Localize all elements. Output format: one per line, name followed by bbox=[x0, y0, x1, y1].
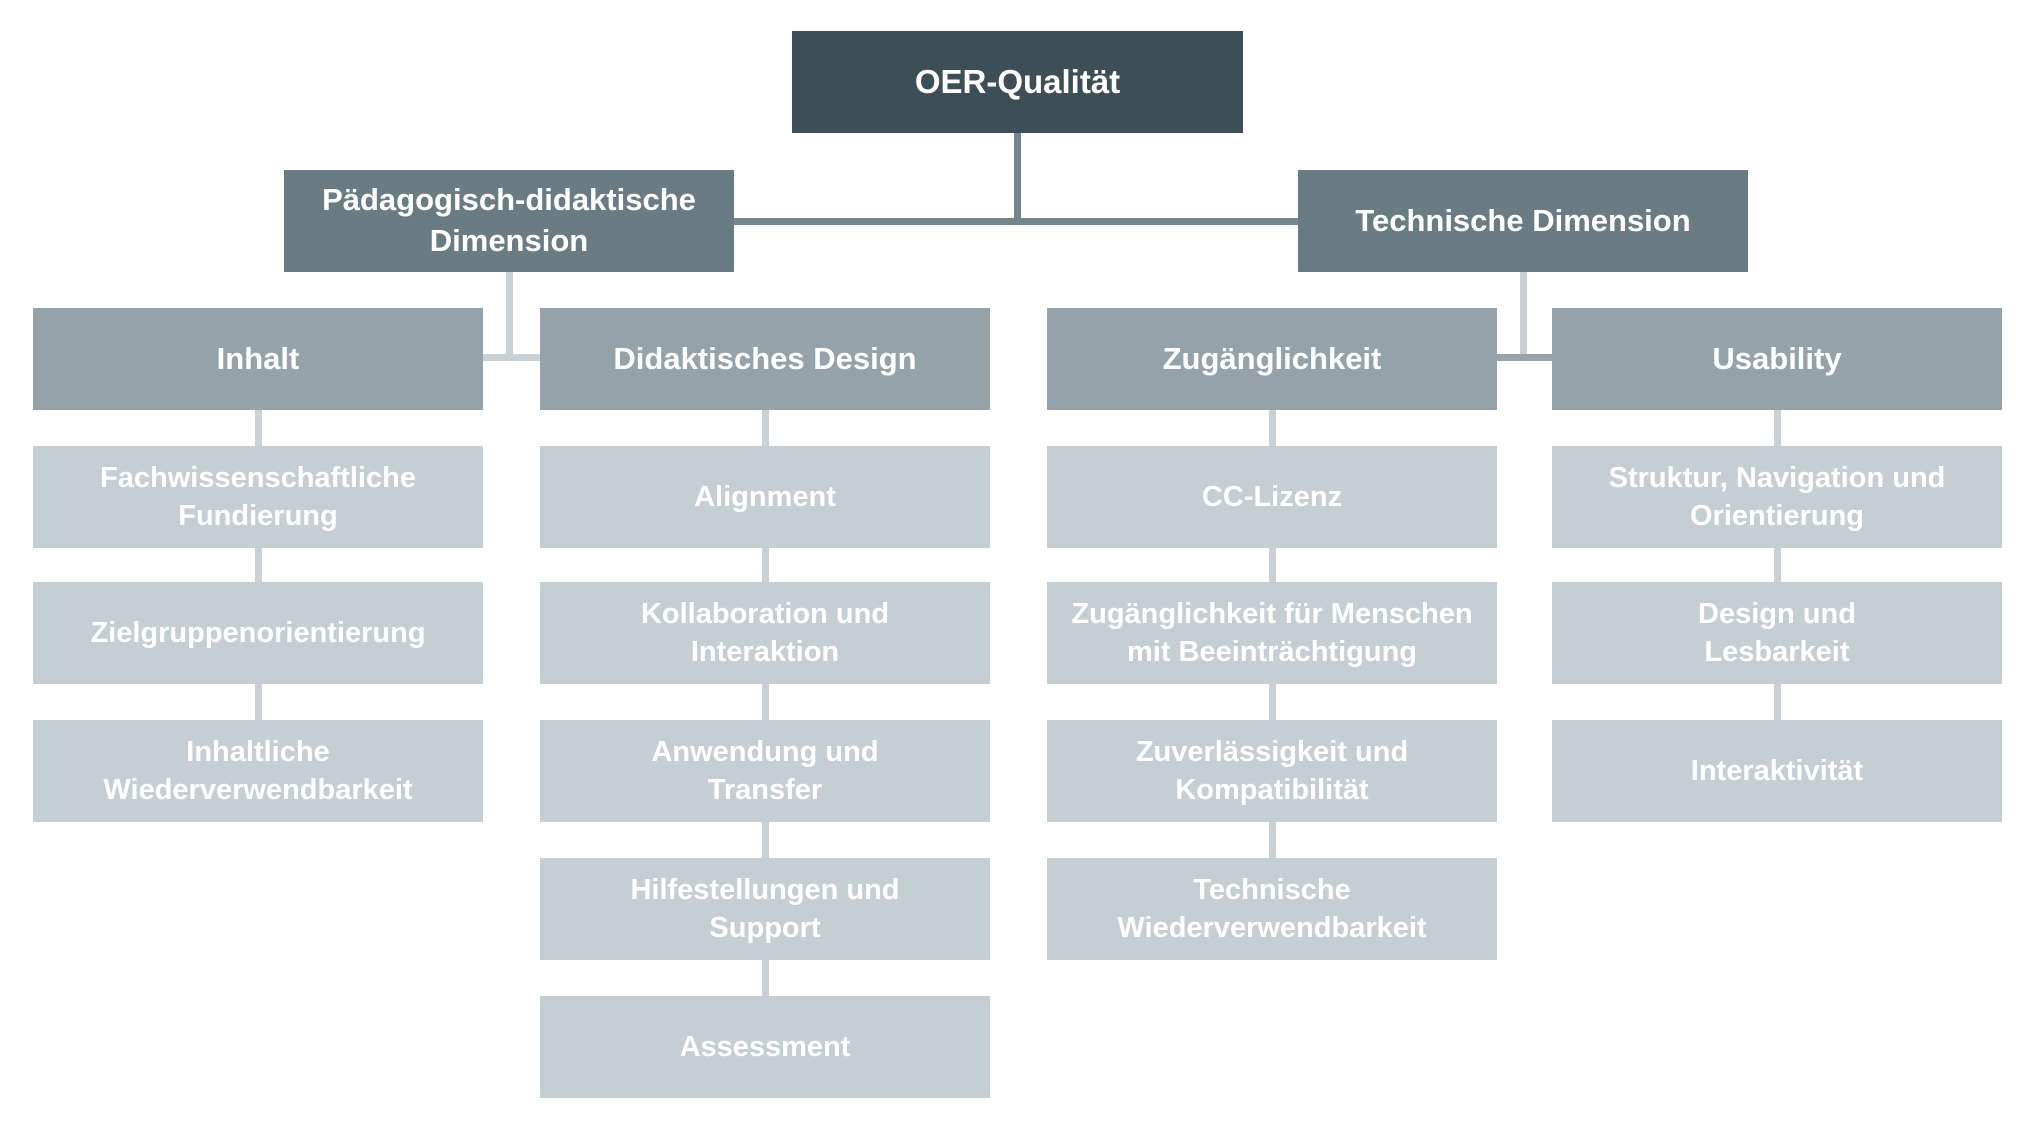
item-box-interaktivitaet: Interaktivität bbox=[1552, 720, 2002, 822]
connector-col4-3 bbox=[1774, 684, 1781, 722]
connector-root-vertical bbox=[1014, 133, 1021, 225]
connector-col3-2 bbox=[1269, 546, 1276, 584]
connector-col2-5 bbox=[762, 960, 769, 998]
connector-root-horizontal bbox=[734, 218, 1299, 225]
item-box-zugaenglichkeit-fuer-menschen: Zugänglichkeit für Menschen mit Beeinträ… bbox=[1047, 582, 1497, 684]
connector-col3-1 bbox=[1269, 410, 1276, 448]
item-box-inhaltliche-wiederverwendbarkeit: Inhaltliche Wiederverwendbarkeit bbox=[33, 720, 483, 822]
item-box-zielgruppenorientierung: Zielgruppenorientierung bbox=[33, 582, 483, 684]
item-box-kollaboration-und-interaktion: Kollaboration und Interaktion bbox=[540, 582, 990, 684]
header-box-didaktisches-design: Didaktisches Design bbox=[540, 308, 990, 410]
item-box-assessment: Assessment bbox=[540, 996, 990, 1098]
connector-inhalt-didaktisch-horizontal bbox=[483, 354, 540, 361]
item-box-anwendung-und-transfer: Anwendung und Transfer bbox=[540, 720, 990, 822]
connector-col2-2 bbox=[762, 546, 769, 584]
connector-col1-3 bbox=[255, 684, 262, 722]
item-box-design-und-lesbarkeit: Design und Lesbarkeit bbox=[1552, 582, 2002, 684]
connector-col3-4 bbox=[1269, 822, 1276, 860]
header-box-zugaenglichkeit: Zugänglichkeit bbox=[1047, 308, 1497, 410]
connector-technisch-vertical bbox=[1520, 271, 1527, 361]
connector-col1-2 bbox=[255, 546, 262, 584]
item-box-zuverlaessigkeit-und-kompatibilitaet: Zuverlässigkeit und Kompatibilität bbox=[1047, 720, 1497, 822]
connector-col2-4 bbox=[762, 822, 769, 860]
connector-paedagogisch-vertical bbox=[506, 271, 513, 361]
connector-col2-1 bbox=[762, 410, 769, 448]
item-box-cc-lizenz: CC-Lizenz bbox=[1047, 446, 1497, 548]
item-box-struktur-navigation-orientierung: Struktur, Navigation und Orientierung bbox=[1552, 446, 2002, 548]
connector-col4-2 bbox=[1774, 546, 1781, 584]
item-box-technische-wiederverwendbarkeit: Technische Wiederverwendbarkeit bbox=[1047, 858, 1497, 960]
item-box-fachwissenschaftliche-fundierung: Fachwissenschaftliche Fundierung bbox=[33, 446, 483, 548]
header-box-inhalt: Inhalt bbox=[33, 308, 483, 410]
item-box-hilfestellungen-und-support: Hilfestellungen und Support bbox=[540, 858, 990, 960]
dimension-box-paedagogisch-didaktisch: Pädagogisch-didaktische Dimension bbox=[284, 170, 734, 272]
root-box-oer-qualitaet: OER-Qualität bbox=[792, 31, 1243, 133]
connector-col4-1 bbox=[1774, 410, 1781, 448]
connector-col1-1 bbox=[255, 410, 262, 448]
connector-col3-3 bbox=[1269, 684, 1276, 722]
dimension-box-technisch: Technische Dimension bbox=[1298, 170, 1748, 272]
header-box-usability: Usability bbox=[1552, 308, 2002, 410]
connector-col2-3 bbox=[762, 684, 769, 722]
connector-zugaenglichkeit-usability-horizontal bbox=[1497, 354, 1552, 361]
item-box-alignment: Alignment bbox=[540, 446, 990, 548]
